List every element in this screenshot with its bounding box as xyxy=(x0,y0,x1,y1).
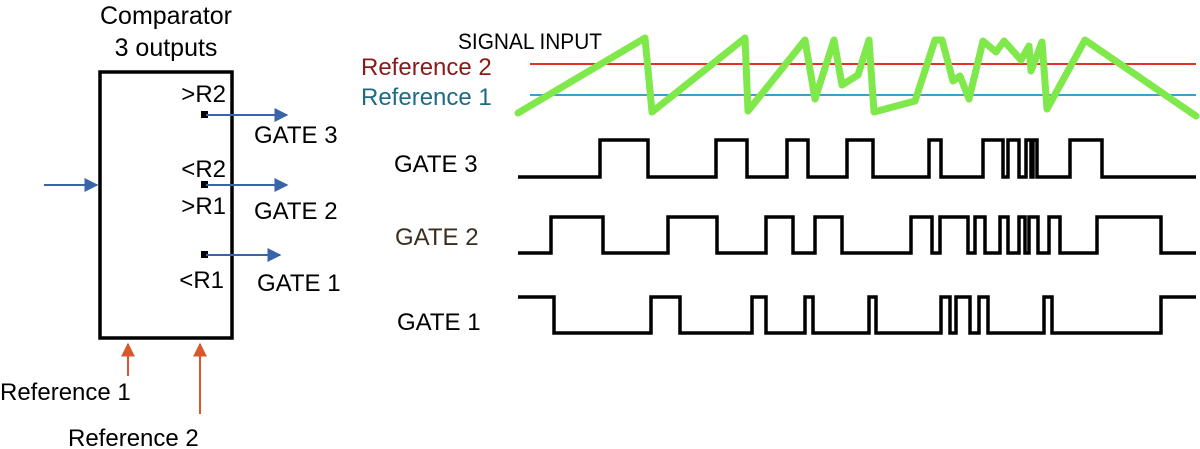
reference1-line-label: Reference 1 xyxy=(361,84,492,111)
reference2-input-label: Reference 2 xyxy=(68,425,199,449)
signal-input-label: SIGNAL INPUT xyxy=(458,29,602,54)
gate2-trace-label: GATE 2 xyxy=(395,224,479,251)
gate1-waveform xyxy=(518,295,1196,335)
gate3-waveform xyxy=(518,138,1196,179)
comparator-title: Comparator xyxy=(100,2,232,30)
output-port-gate3 xyxy=(201,111,208,118)
port-label-lt-r2: <R2 xyxy=(181,156,226,183)
gate3-output-label: GATE 3 xyxy=(254,122,338,149)
port-label-lt-r1: <R1 xyxy=(179,267,224,294)
gate1-trace-label: GATE 1 xyxy=(397,309,481,336)
gate3-trace-label: GATE 3 xyxy=(394,151,478,178)
output-port-gate2 xyxy=(201,181,208,188)
signal-input-waveform xyxy=(514,34,1200,120)
output-port-gate1 xyxy=(201,251,208,258)
reference1-input-label: Reference 1 xyxy=(0,379,131,406)
gate2-waveform xyxy=(518,215,1196,255)
gate2-output-label: GATE 2 xyxy=(254,198,338,225)
reference2-line-label: Reference 2 xyxy=(361,54,492,81)
gate1-output-label: GATE 1 xyxy=(257,270,341,297)
port-label-gt-r1: >R1 xyxy=(181,193,226,220)
port-label-gt-r2: >R2 xyxy=(181,81,226,108)
comparator-subtitle: 3 outputs xyxy=(115,34,218,62)
comparator-box xyxy=(98,70,234,340)
